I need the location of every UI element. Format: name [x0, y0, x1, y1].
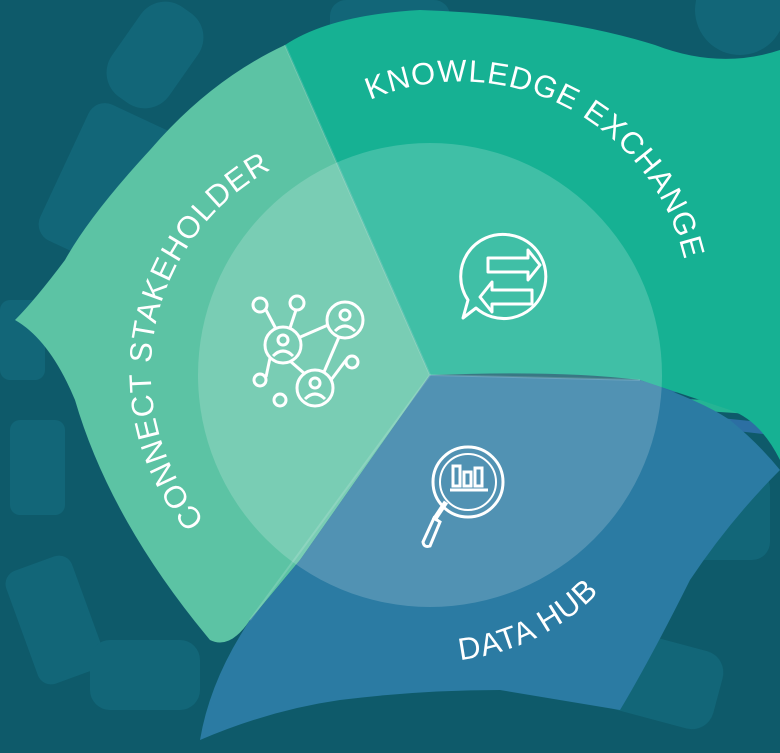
segment-data-hub[interactable]	[200, 375, 780, 740]
inner-circle	[198, 143, 662, 607]
network-people-icon	[251, 294, 365, 408]
magnifier-chart-icon	[421, 445, 505, 548]
segment-connect-stakeholders[interactable]	[15, 45, 430, 643]
segment-knowledge-exchange[interactable]	[285, 10, 780, 460]
segment-dividers	[249, 44, 641, 621]
exchange-arrows-bubble-icon	[459, 232, 548, 321]
